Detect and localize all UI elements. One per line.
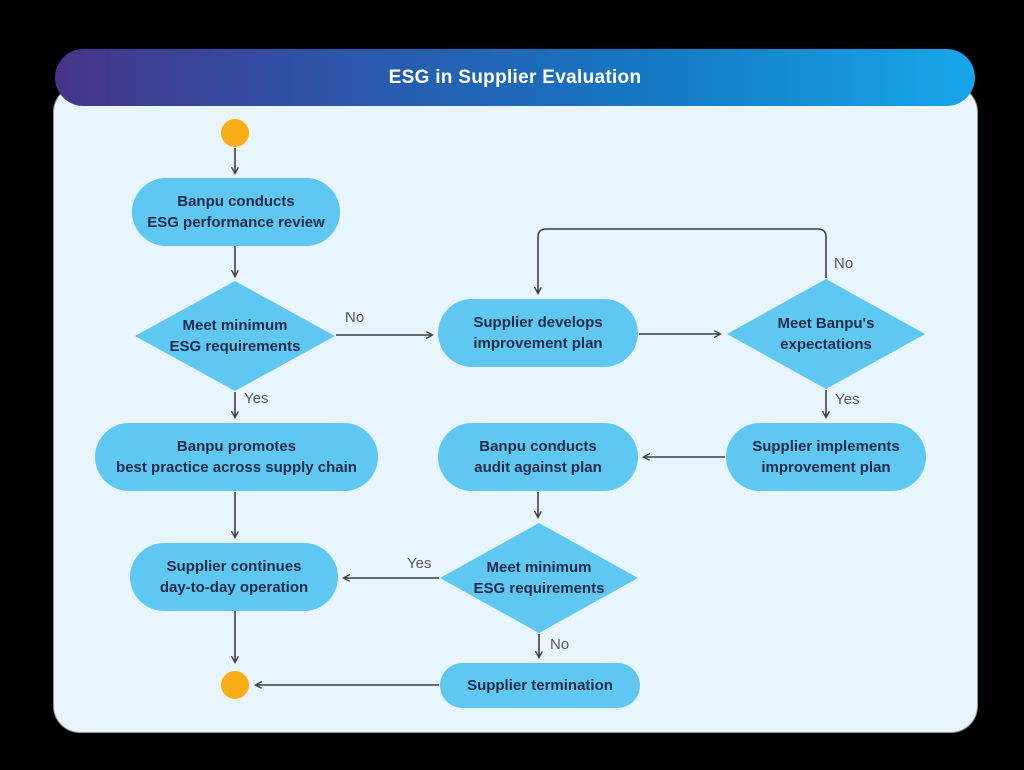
node-text-line: Supplier continues xyxy=(166,558,302,575)
edge-label-yes-1: Yes xyxy=(244,390,269,407)
edge-label-yes-2: Yes xyxy=(835,391,860,408)
node-text-line: Supplier termination xyxy=(467,677,613,694)
start-circle xyxy=(221,119,249,147)
node-text-line: Meet minimum xyxy=(486,559,592,576)
flowchart-edges xyxy=(54,148,977,732)
node-text-line: Banpu conducts xyxy=(177,193,295,210)
end-circle xyxy=(221,671,249,699)
node-supplier-continues-operation: Supplier continues day-to-day operation xyxy=(130,543,338,611)
node-text-line: Banpu conducts xyxy=(479,438,597,455)
flowchart-canvas: Banpu conducts ESG performance review Me… xyxy=(54,86,977,732)
node-text-line: Supplier develops xyxy=(473,314,603,331)
edge-expectations-no-loop xyxy=(538,228,827,293)
node-text-line: Supplier implements xyxy=(752,438,900,455)
page-title: ESG in Supplier Evaluation xyxy=(388,66,642,88)
node-banpu-audit-plan: Banpu conducts audit against plan xyxy=(438,423,638,491)
node-text-line: improvement plan xyxy=(473,335,603,352)
node-text-line: Meet Banpu's xyxy=(777,315,875,332)
edge-label-no-3: No xyxy=(550,636,570,653)
edge-label-no-2: No xyxy=(834,255,854,272)
node-text-line: ESG requirements xyxy=(473,580,605,597)
node-text-line: day-to-day operation xyxy=(159,579,309,596)
edge-label-yes-3: Yes xyxy=(407,555,432,572)
node-esg-performance-review: Banpu conducts ESG performance review xyxy=(132,178,340,246)
node-text-line: best practice across supply chain xyxy=(116,459,357,476)
node-text-line: Banpu promotes xyxy=(176,438,297,455)
node-text-line: Meet minimum xyxy=(182,317,288,334)
header-bar: ESG in Supplier Evaluation xyxy=(55,49,975,106)
node-text-line: expectations xyxy=(780,336,872,353)
node-text-line: audit against plan xyxy=(474,459,602,476)
node-text-line: improvement plan xyxy=(761,459,891,476)
node-supplier-develops-plan: Supplier develops improvement plan xyxy=(438,299,638,367)
diagram-card: Banpu conducts ESG performance review Me… xyxy=(54,86,977,732)
node-supplier-termination: Supplier termination xyxy=(440,663,640,708)
node-text-line: ESG performance review xyxy=(147,214,325,231)
node-text-line: ESG requirements xyxy=(169,338,301,355)
node-banpu-promotes-best-practice: Banpu promotes best practice across supp… xyxy=(95,423,378,491)
edge-label-no-1: No xyxy=(345,309,365,326)
node-supplier-implements-plan: Supplier implements improvement plan xyxy=(726,423,926,491)
